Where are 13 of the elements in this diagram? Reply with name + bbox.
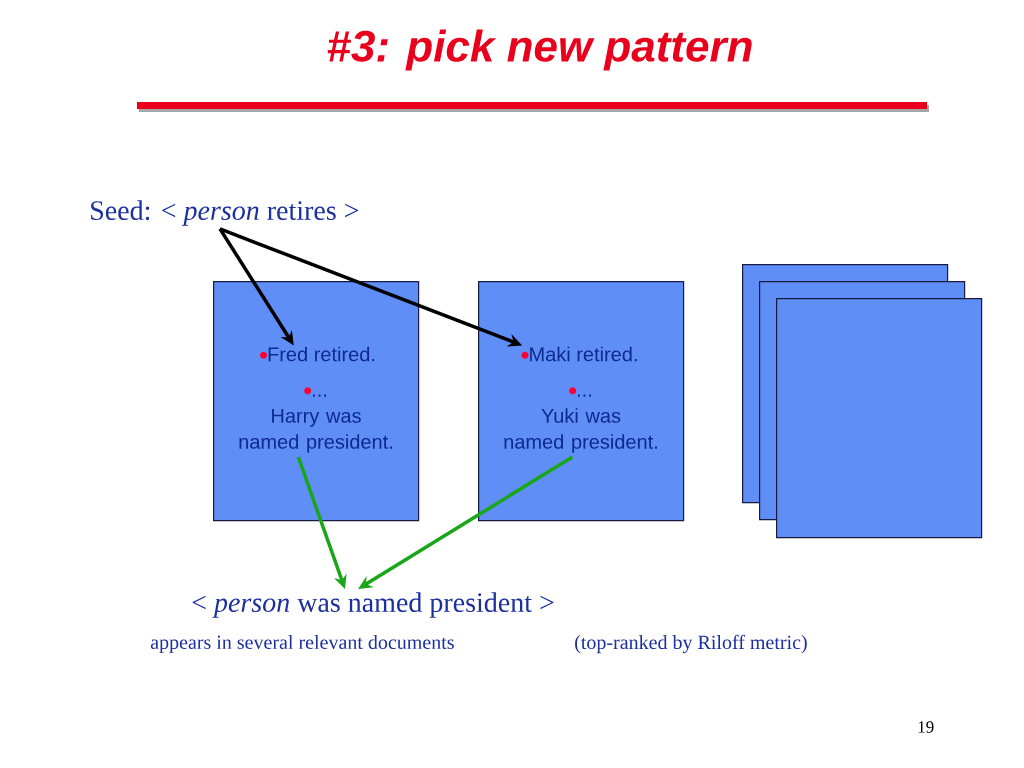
- bullet-text: ... Harry was named president.: [239, 387, 392, 453]
- document-box: [478, 281, 685, 522]
- bullet-text: Fred retired.: [260, 346, 375, 362]
- caption-text: appears in several relevant documents: [150, 634, 454, 654]
- seed-pattern: Seed: < person retires >: [91, 200, 359, 226]
- slide-title: #3: pick new pattern: [327, 29, 752, 71]
- caption-text: (top-ranked by Riloff metric): [575, 634, 807, 654]
- bullet-text: ... Yuki was named president.: [504, 387, 657, 453]
- document-box: [213, 281, 420, 522]
- document-box: [776, 298, 983, 539]
- bullet-text: Maki retired.: [521, 346, 637, 362]
- pattern-text: < person was named president >: [192, 592, 554, 618]
- page-number: 19: [918, 721, 934, 733]
